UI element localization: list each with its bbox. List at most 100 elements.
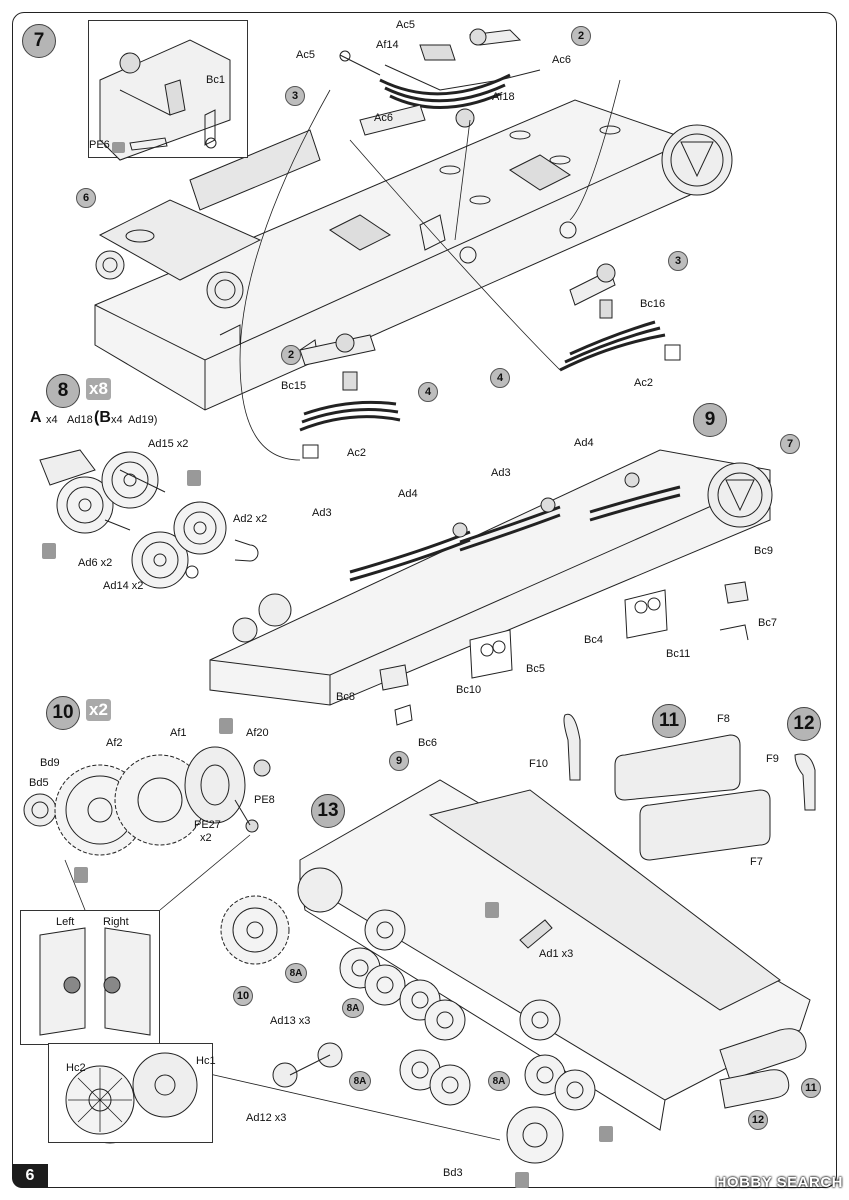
step-number-7: 7 <box>22 24 56 58</box>
label-variant-b: (B <box>94 409 111 426</box>
ref-8a-2: 8A <box>342 998 364 1018</box>
label-f10: F10 <box>529 758 548 770</box>
ref-8a-3: 8A <box>349 1071 371 1091</box>
ref-2-top: 2 <box>571 26 591 46</box>
step7-hull-drawing <box>94 99 733 411</box>
step-number-11: 11 <box>652 704 686 738</box>
label-pe27: PE27 <box>194 819 221 831</box>
ref-3-right: 3 <box>668 251 688 271</box>
label-af20: Af20 <box>246 727 269 739</box>
label-ad14: Ad14 x2 <box>103 580 144 592</box>
step-number-8: 8 <box>46 374 80 408</box>
label-f8: F8 <box>717 713 730 725</box>
step13-hull-drawing <box>220 779 811 1164</box>
label-ad1: Ad1 x3 <box>539 948 574 960</box>
ref-7: 7 <box>780 434 800 454</box>
page-number: 6 <box>12 1164 48 1188</box>
watermark: HOBBY SEARCH <box>715 1174 843 1191</box>
ref-4-right: 4 <box>490 368 510 388</box>
label-pe8: PE8 <box>254 794 275 806</box>
label-bc7: Bc7 <box>758 617 777 629</box>
label-af1: Af1 <box>170 727 187 739</box>
step13-inset-box <box>48 1043 213 1143</box>
glue-icon-step8-left <box>42 543 56 559</box>
label-ad12: Ad12 x3 <box>246 1112 287 1124</box>
label-ac2-right: Ac2 <box>634 377 653 389</box>
label-right: Right <box>103 916 129 928</box>
label-ac5-left: Ac5 <box>296 49 315 61</box>
step-number-10: 10 <box>46 696 80 730</box>
ref-12: 12 <box>748 1110 768 1130</box>
label-ad19: Ad19) <box>128 414 158 426</box>
label-ad15: Ad15 x2 <box>148 438 189 450</box>
label-bc4: Bc4 <box>584 634 603 646</box>
label-bc8: Bc8 <box>336 691 355 703</box>
label-f9: F9 <box>766 753 779 765</box>
label-bc5: Bc5 <box>526 663 545 675</box>
ref-3-left: 3 <box>285 86 305 106</box>
label-af14: Af14 <box>376 39 399 51</box>
glue-icon-step13-idler <box>599 1126 613 1142</box>
step7-inset-box <box>88 20 248 158</box>
label-bc10: Bc10 <box>456 684 482 696</box>
ref-9: 9 <box>389 751 409 771</box>
label-bd5: Bd5 <box>29 777 49 789</box>
ref-6: 6 <box>76 188 96 208</box>
label-hc1: Hc1 <box>196 1055 216 1067</box>
label-variant-b-qty: x4 <box>111 414 123 426</box>
label-variant-a-qty: x4 <box>46 414 58 426</box>
label-af2: Af2 <box>106 737 123 749</box>
step-number-13: 13 <box>311 794 345 828</box>
label-hc2: Hc2 <box>66 1062 86 1074</box>
ref-11: 11 <box>801 1078 821 1098</box>
step7-bogie-parts <box>339 28 541 136</box>
label-ac6-mid: Ac6 <box>374 112 393 124</box>
glue-icon-step10 <box>219 718 233 734</box>
label-bc11: Bc11 <box>666 648 691 660</box>
step7-guide-curves <box>239 79 621 461</box>
ref-10: 10 <box>233 986 253 1006</box>
step-number-12: 12 <box>787 707 821 741</box>
step11-12-parts-drawing <box>563 713 816 861</box>
label-af18: Af18 <box>492 91 515 103</box>
label-variant-a: A <box>30 409 42 426</box>
label-ad18: Ad18 <box>67 414 93 426</box>
step9-hull-drawing <box>209 449 773 726</box>
step7-loose-parts <box>299 263 681 459</box>
label-ad3-top: Ad3 <box>491 467 511 479</box>
label-ad2: Ad2 x2 <box>233 513 268 525</box>
label-bc16: Bc16 <box>640 298 666 310</box>
quantity-badge-10: x2 <box>86 699 111 721</box>
label-ad4-left: Ad4 <box>398 488 418 500</box>
label-bd9: Bd9 <box>40 757 60 769</box>
label-f7: F7 <box>750 856 763 868</box>
label-ad3-left: Ad3 <box>312 507 332 519</box>
glue-icon-step8-top <box>187 470 201 486</box>
step10-inset-box <box>20 910 160 1045</box>
label-ad13: Ad13 x3 <box>270 1015 311 1027</box>
photo-etch-icon <box>112 142 125 153</box>
label-ac2-bottom: Ac2 <box>347 447 366 459</box>
ref-4-bottom: 4 <box>418 382 438 402</box>
label-left: Left <box>56 916 75 928</box>
quantity-badge-8: x8 <box>86 378 111 400</box>
ref-8a-1: 8A <box>285 963 307 983</box>
label-pe27-qty: x2 <box>200 832 212 844</box>
step-number-9: 9 <box>693 403 727 437</box>
page-frame <box>12 12 837 1188</box>
label-bd3: Bd3 <box>443 1167 463 1179</box>
label-bc1: Bc1 <box>206 74 225 86</box>
label-pe6: PE6 <box>89 139 110 151</box>
label-ad4-top: Ad4 <box>574 437 594 449</box>
label-bc15: Bc15 <box>281 380 307 392</box>
step8-roadwheels-drawing <box>39 449 259 589</box>
glue-icon-step13-ad1 <box>485 902 499 918</box>
label-bc6: Bc6 <box>418 737 437 749</box>
label-ac5-top: Ac5 <box>396 19 415 31</box>
glue-icon-step13-bd3 <box>515 1172 529 1188</box>
glue-icon-step10-sprocket <box>74 867 88 883</box>
ref-8a-4: 8A <box>488 1071 510 1091</box>
label-bc9: Bc9 <box>754 545 773 557</box>
label-ac6-top: Ac6 <box>552 54 571 66</box>
